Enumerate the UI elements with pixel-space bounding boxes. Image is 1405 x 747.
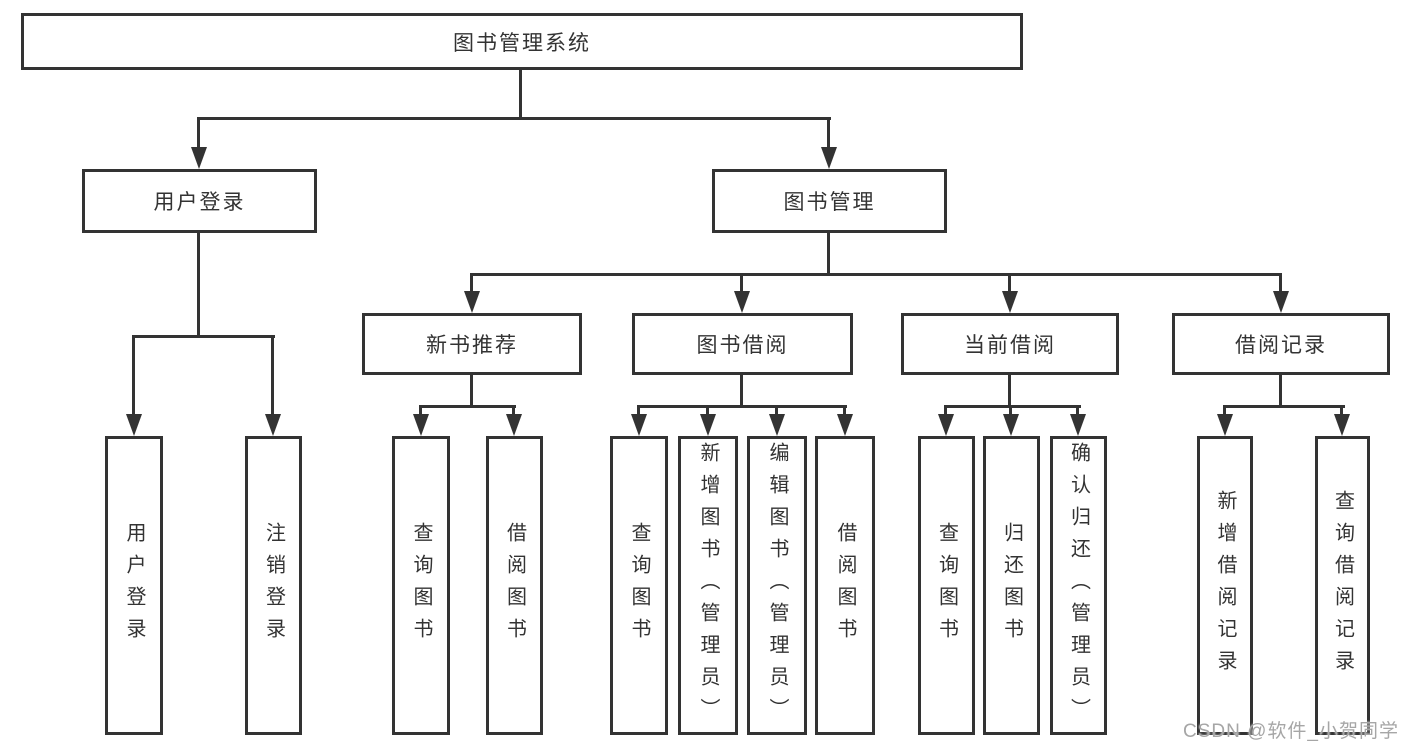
edge-drop-logout-leaf [271, 335, 274, 415]
node-user-login-action: 用户登录 [105, 436, 163, 735]
node-label: 新书推荐 [426, 334, 518, 357]
edge-drop [637, 405, 640, 416]
arrow-head [1003, 414, 1019, 436]
arrow-head [1217, 414, 1233, 436]
edge-drop [1340, 405, 1343, 416]
edge-drop [775, 405, 778, 416]
arrow-head [700, 414, 716, 436]
edge-drop-user-login [197, 117, 200, 150]
node-label: 借阅记录 [1235, 334, 1327, 357]
node-label: 查询图书 [410, 521, 432, 650]
arrow-head [126, 414, 142, 436]
node-label: 借阅图书 [503, 521, 526, 650]
edge-drop-current-borrowing [1008, 273, 1011, 293]
node-label: 新增借阅记录 [1214, 489, 1236, 682]
edge-drop [944, 405, 947, 416]
edge-drop-book-borrowing [740, 273, 743, 293]
node-book-borrowing: 图书借阅 [632, 313, 853, 375]
node-add-book-admin: 新增图书（管理员） [678, 436, 738, 735]
node-library-management-system: 图书管理系统 [21, 13, 1023, 70]
node-borrowing-records: 借阅记录 [1172, 313, 1390, 375]
node-label: 借阅图书 [834, 521, 856, 650]
node-label: 当前借阅 [964, 334, 1056, 357]
arrow-head [191, 147, 207, 169]
edge-new-book-stem [470, 375, 473, 407]
edge-drop [706, 405, 709, 416]
edge-drop-borrowing-records [1279, 273, 1282, 293]
node-label: 用户登录 [153, 191, 246, 214]
arrow-head [464, 291, 480, 313]
edge-current-borrowing-bar [944, 405, 1081, 408]
arrow-head [1070, 414, 1086, 436]
arrow-head [413, 414, 429, 436]
node-query-books-recommend: 查询图书 [392, 436, 450, 735]
arrow-head [631, 414, 647, 436]
arrow-head [1002, 291, 1018, 313]
node-label: 确认归还（管理员） [1067, 441, 1090, 730]
edge-current-borrowing-stem [1008, 375, 1011, 407]
arrow-head [506, 414, 522, 436]
node-query-borrow-record: 查询借阅记录 [1315, 436, 1370, 735]
node-logout: 注销登录 [245, 436, 302, 735]
edge-root-stem [519, 70, 522, 119]
node-label: 注销登录 [262, 521, 285, 650]
edge-user-login-stem [197, 233, 200, 337]
node-label: 编辑图书（管理员） [766, 441, 788, 730]
edge-drop [419, 405, 422, 416]
node-edit-book-admin: 编辑图书（管理员） [747, 436, 807, 735]
arrow-head [1334, 414, 1350, 436]
arrow-head [938, 414, 954, 436]
edge-new-book-bar [419, 405, 516, 408]
edge-book-management-stem [827, 233, 830, 276]
edge-level3-bar [470, 273, 1282, 276]
node-book-management: 图书管理 [712, 169, 947, 233]
node-label: 查询图书 [628, 521, 650, 650]
node-label: 图书管理系统 [453, 31, 591, 55]
node-label: 图书管理 [783, 191, 876, 214]
edge-drop [1076, 405, 1079, 416]
edge-drop [1009, 405, 1012, 416]
node-label: 新增图书（管理员） [697, 441, 719, 730]
arrow-head [769, 414, 785, 436]
edge-book-borrowing-stem [740, 375, 743, 407]
edge-drop-new-book [470, 273, 473, 293]
arrow-head [1273, 291, 1289, 313]
edge-drop [1223, 405, 1226, 416]
node-query-books-borrowing: 查询图书 [610, 436, 668, 735]
csdn-watermark: CSDN @软件_小贺同学 [1183, 721, 1399, 742]
edge-drop-user-login-leaf [132, 335, 135, 415]
node-label: 归还图书 [1000, 521, 1023, 650]
node-return-book: 归还图书 [983, 436, 1040, 735]
edge-user-login-bar [132, 335, 275, 338]
arrow-head [837, 414, 853, 436]
node-label: 查询图书 [935, 521, 958, 650]
edge-level2-bar [197, 117, 831, 120]
edge-borrowing-records-stem [1279, 375, 1282, 407]
arrow-head [734, 291, 750, 313]
arrow-head [265, 414, 281, 436]
node-confirm-return-admin: 确认归还（管理员） [1050, 436, 1107, 735]
node-label: 查询借阅记录 [1331, 489, 1354, 682]
node-user-login: 用户登录 [82, 169, 317, 233]
node-label: 用户登录 [123, 521, 145, 650]
arrow-head [821, 147, 837, 169]
node-current-borrowing: 当前借阅 [901, 313, 1119, 375]
edge-borrowing-records-bar [1223, 405, 1345, 408]
node-new-book-recommendation: 新书推荐 [362, 313, 582, 375]
node-query-books-current: 查询图书 [918, 436, 975, 735]
edge-drop [512, 405, 515, 416]
edge-drop [843, 405, 846, 416]
edge-book-borrowing-bar [637, 405, 847, 408]
node-borrow-books-recommend: 借阅图书 [486, 436, 543, 735]
edge-drop-book-management [827, 117, 830, 150]
node-label: 图书借阅 [696, 334, 789, 357]
node-borrow-books: 借阅图书 [815, 436, 875, 735]
node-add-borrow-record: 新增借阅记录 [1197, 436, 1253, 735]
